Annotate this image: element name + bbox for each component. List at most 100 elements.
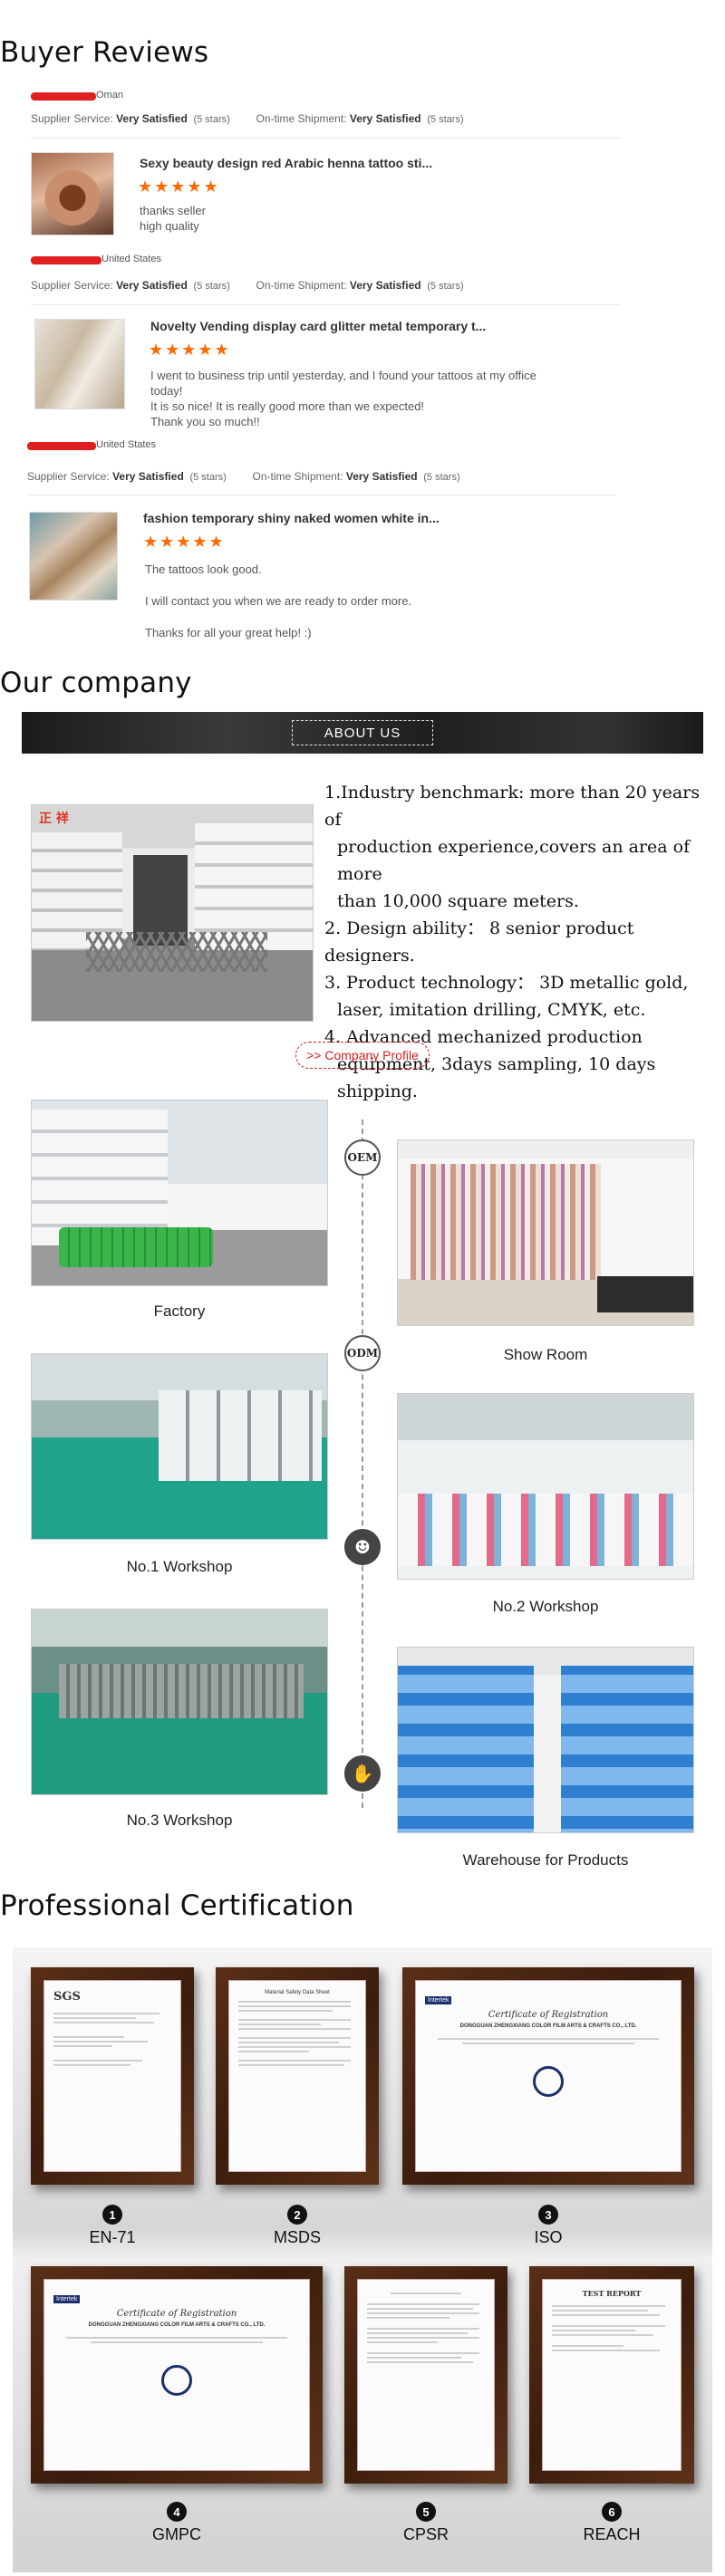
cert-number: 5 [416, 2502, 436, 2522]
registration-title: Certificate of Registration [488, 2010, 609, 2020]
cert-frame-cpsr [344, 2266, 508, 2484]
handshake-icon: ✋ [344, 1755, 381, 1792]
about-us-label: ABOUT US [324, 725, 401, 741]
reviewer-name-redacted [31, 92, 96, 101]
cert-frame-msds: Material Safety Data Sheet [216, 1967, 379, 2185]
cert-document: Material Safety Data Sheet [228, 1980, 366, 2172]
cert-name: EN-71 [89, 2228, 136, 2246]
buyer-reviews-heading: Buyer Reviews [0, 36, 209, 69]
cert-document: Intertek Certificate of Registration DON… [415, 1980, 682, 2172]
building-left [32, 832, 122, 950]
cert-document: SGS [44, 1980, 181, 2172]
machines [159, 1390, 322, 1481]
oem-label: OEM [347, 1151, 378, 1164]
gate-opening [133, 855, 188, 946]
product-thumbnail[interactable] [29, 512, 118, 601]
cert-frame-en71: SGS [31, 1967, 194, 2185]
building-right [195, 823, 313, 950]
cert-label-iso: 3 ISO [402, 2205, 694, 2247]
intertek-badge: Intertek [425, 1996, 452, 2004]
cert-frame-gmpc: Intertek Certificate of Registration DON… [31, 2266, 323, 2484]
product-thumbnail[interactable] [34, 319, 125, 409]
divider [31, 304, 620, 305]
rating-stars: ★★★★★ [149, 341, 231, 359]
product-title-link[interactable]: fashion temporary shiny naked women whit… [143, 511, 440, 525]
divider [31, 138, 620, 139]
rating-stars: ★★★★★ [138, 178, 220, 196]
cert-frame-reach: TEST REPORT [529, 2266, 694, 2484]
oem-badge: OEM [344, 1139, 381, 1176]
cert-name: CPSR [402, 2525, 449, 2543]
warehouse-caption: Warehouse for Products [462, 1851, 629, 1869]
reviewer-name-redacted [31, 256, 102, 264]
intertek-seal [533, 2066, 564, 2097]
review-ratings-line: Supplier Service: Very Satisfied (5 star… [31, 112, 464, 125]
odm-label: ODM [346, 1347, 379, 1360]
rating-stars: ★★★★★ [143, 533, 226, 551]
company-strengths: 1.Industry benchmark: more than 20 years… [324, 783, 701, 1101]
reviewer-country: United States [102, 254, 162, 264]
product-title-link[interactable]: Sexy beauty design red Arabic henna tatt… [140, 156, 433, 170]
intertek-seal [161, 2365, 192, 2396]
odm-badge: ODM [344, 1335, 381, 1371]
retractable-gate [86, 932, 267, 972]
factory-gate-photo: 正 祥 [31, 804, 314, 1022]
cert-label-msds: 2 MSDS [216, 2205, 379, 2247]
staff-group [59, 1227, 213, 1267]
sgs-logo: SGS [53, 1990, 81, 2004]
reviewer-country: United States [96, 439, 157, 450]
cert-name: REACH [583, 2525, 641, 2543]
workshop2-caption: No.2 Workshop [492, 1598, 599, 1615]
reviewer-country: Oman [96, 90, 123, 101]
cert-document: Intertek Certificate of Registration DON… [44, 2279, 310, 2471]
cert-number: 3 [538, 2205, 558, 2225]
workshop2-photo [397, 1393, 694, 1580]
factory-photo [31, 1100, 328, 1286]
company-profile-label: >> Company Profile [306, 1048, 419, 1062]
meeting-table [597, 1276, 693, 1312]
cert-frame-iso: Intertek Certificate of Registration DON… [402, 1967, 694, 2185]
workshop1-caption: No.1 Workshop [126, 1558, 233, 1575]
product-thumbnail[interactable] [31, 152, 114, 235]
cert-number: 2 [287, 2205, 307, 2225]
our-company-heading: Our company [0, 667, 192, 699]
review-comment: I went to business trip until yesterday,… [150, 369, 536, 428]
cert-document: TEST REPORT [542, 2279, 682, 2471]
display-wall [411, 1164, 601, 1280]
product-title-link[interactable]: Novelty Vending display card glitter met… [150, 319, 487, 333]
cert-document [357, 2279, 495, 2471]
cert-name: MSDS [273, 2228, 321, 2246]
cert-label-gmpc: 4 GMPC [31, 2502, 323, 2544]
review-comment: The tattoos look good. I will contact yo… [145, 562, 412, 639]
building [32, 1110, 168, 1245]
factory-sign: 正 祥 [39, 812, 69, 826]
conveyor [59, 1664, 304, 1718]
warehouse-photo [397, 1647, 694, 1833]
company-profile-button[interactable]: >> Company Profile [295, 1042, 430, 1069]
msds-title: Material Safety Data Sheet [265, 1990, 330, 1995]
shelves-left [398, 1666, 534, 1832]
review-ratings-line: Supplier Service: Very Satisfied (5 star… [31, 279, 464, 292]
cert-label-cpsr: 5 CPSR [344, 2502, 508, 2544]
cert-number: 1 [102, 2205, 122, 2225]
reviewer-name-redacted [27, 442, 96, 450]
review-ratings-line: Supplier Service: Very Satisfied (5 star… [27, 470, 460, 483]
showroom-caption: Show Room [503, 1346, 588, 1363]
company-name: DONGGUAN ZHENGXIANG COLOR FILM ARTS & CR… [459, 2023, 637, 2029]
showroom-photo [397, 1139, 694, 1326]
production-line [398, 1494, 693, 1566]
workshop3-photo [31, 1609, 328, 1795]
factory-caption: Factory [153, 1302, 206, 1320]
timeline-line [362, 1120, 363, 1808]
company-name: DONGGUAN ZHENGXIANG COLOR FILM ARTS & CR… [88, 2322, 266, 2328]
about-us-label-box: ABOUT US [292, 720, 433, 745]
intertek-badge: Intertek [53, 2295, 81, 2303]
cert-number: 6 [602, 2502, 622, 2522]
registration-title: Certificate of Registration [116, 2309, 237, 2319]
cert-label-en71: 1 EN-71 [31, 2205, 194, 2247]
certification-heading: Professional Certification [0, 1889, 354, 1922]
review-comment: thanks seller high quality [140, 204, 206, 233]
shelves-right [561, 1666, 693, 1832]
cert-name: ISO [534, 2228, 563, 2246]
cert-label-reach: 6 REACH [529, 2502, 694, 2544]
